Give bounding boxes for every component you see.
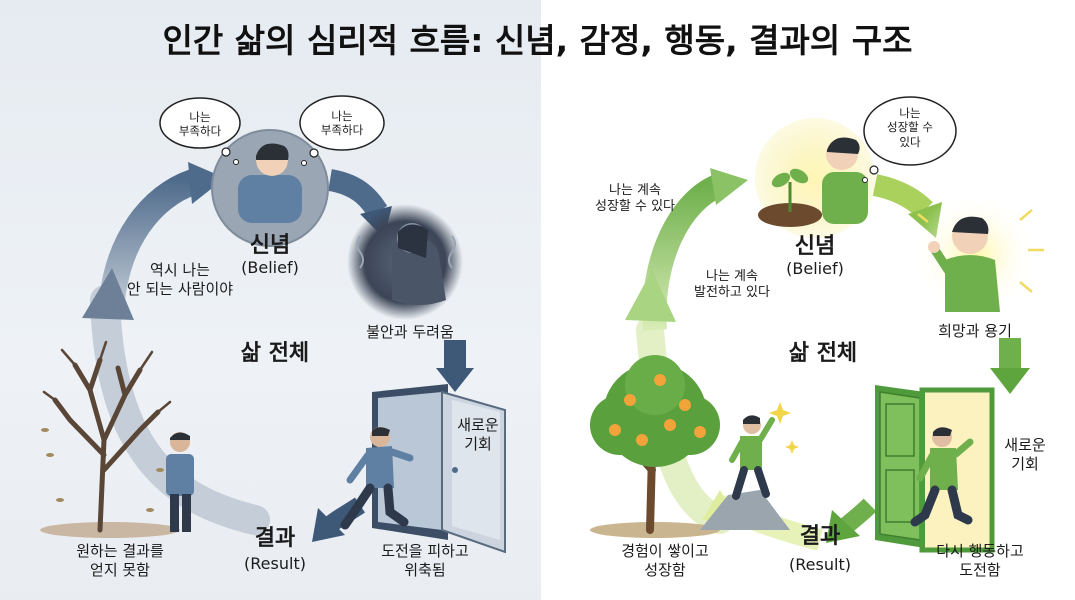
walking-person-illustration xyxy=(910,427,974,527)
negative-belief-en: (Belief) xyxy=(241,258,299,277)
fruit-tree-illustration xyxy=(590,355,720,538)
positive-result-en: (Result) xyxy=(789,555,851,574)
positive-belief-illustration xyxy=(755,118,875,238)
page-title: 인간 삶의 심리적 흐름: 신념, 감정, 행동, 결과의 구조 xyxy=(162,21,913,60)
negative-thought-bubble-1: 나는 부족하다 xyxy=(178,110,222,139)
negative-result-title: 결과 xyxy=(254,526,296,551)
negative-result-en: (Result) xyxy=(244,554,306,573)
positive-center-label: 삶 전체 xyxy=(788,341,858,366)
negative-action-label: 도전을 피하고 위축됨 xyxy=(381,542,469,579)
positive-belief-en: (Belief) xyxy=(786,259,844,278)
climbing-person-illustration xyxy=(700,402,799,530)
negative-door-text: 새로운 기회 xyxy=(457,416,499,453)
negative-thought-bubbles xyxy=(159,95,385,166)
negative-belief-illustration xyxy=(211,129,329,247)
negative-thought-bubble-2: 나는 부족하다 xyxy=(320,109,364,138)
positive-self-talk-1: 나는 계속 성장할 수 있다 xyxy=(594,183,676,215)
positive-action-label: 다시 행동하고 도전함 xyxy=(936,542,1024,579)
negative-emotion-label: 불안과 두려움 xyxy=(366,323,454,341)
positive-result-title: 결과 xyxy=(799,524,841,549)
disappointed-person-illustration xyxy=(166,432,194,532)
positive-self-talk-2: 나는 계속 발전하고 있다 xyxy=(694,269,770,301)
negative-center-label: 삶 전체 xyxy=(240,341,310,366)
anxiety-cloud-illustration xyxy=(347,204,463,320)
hopeful-person-illustration xyxy=(913,193,1044,317)
positive-thought-bubble xyxy=(862,96,957,183)
bare-tree-illustration xyxy=(40,340,180,538)
positive-outcome-label: 경험이 쌓이고 성장함 xyxy=(621,542,709,579)
retreating-person-illustration xyxy=(340,427,414,530)
negative-belief-title: 신념 xyxy=(249,233,291,258)
positive-door-text: 새로운 기회 xyxy=(1004,436,1046,473)
negative-outcome-label: 원하는 결과를 얻지 못함 xyxy=(76,542,164,579)
positive-emotion-label: 희망과 용기 xyxy=(938,322,1012,340)
positive-belief-title: 신념 xyxy=(794,234,836,259)
negative-self-talk: 역시 나는 안 되는 사람이야 xyxy=(126,261,234,298)
positive-thought-bubble-text: 나는 성장할 수 있다 xyxy=(887,106,933,149)
